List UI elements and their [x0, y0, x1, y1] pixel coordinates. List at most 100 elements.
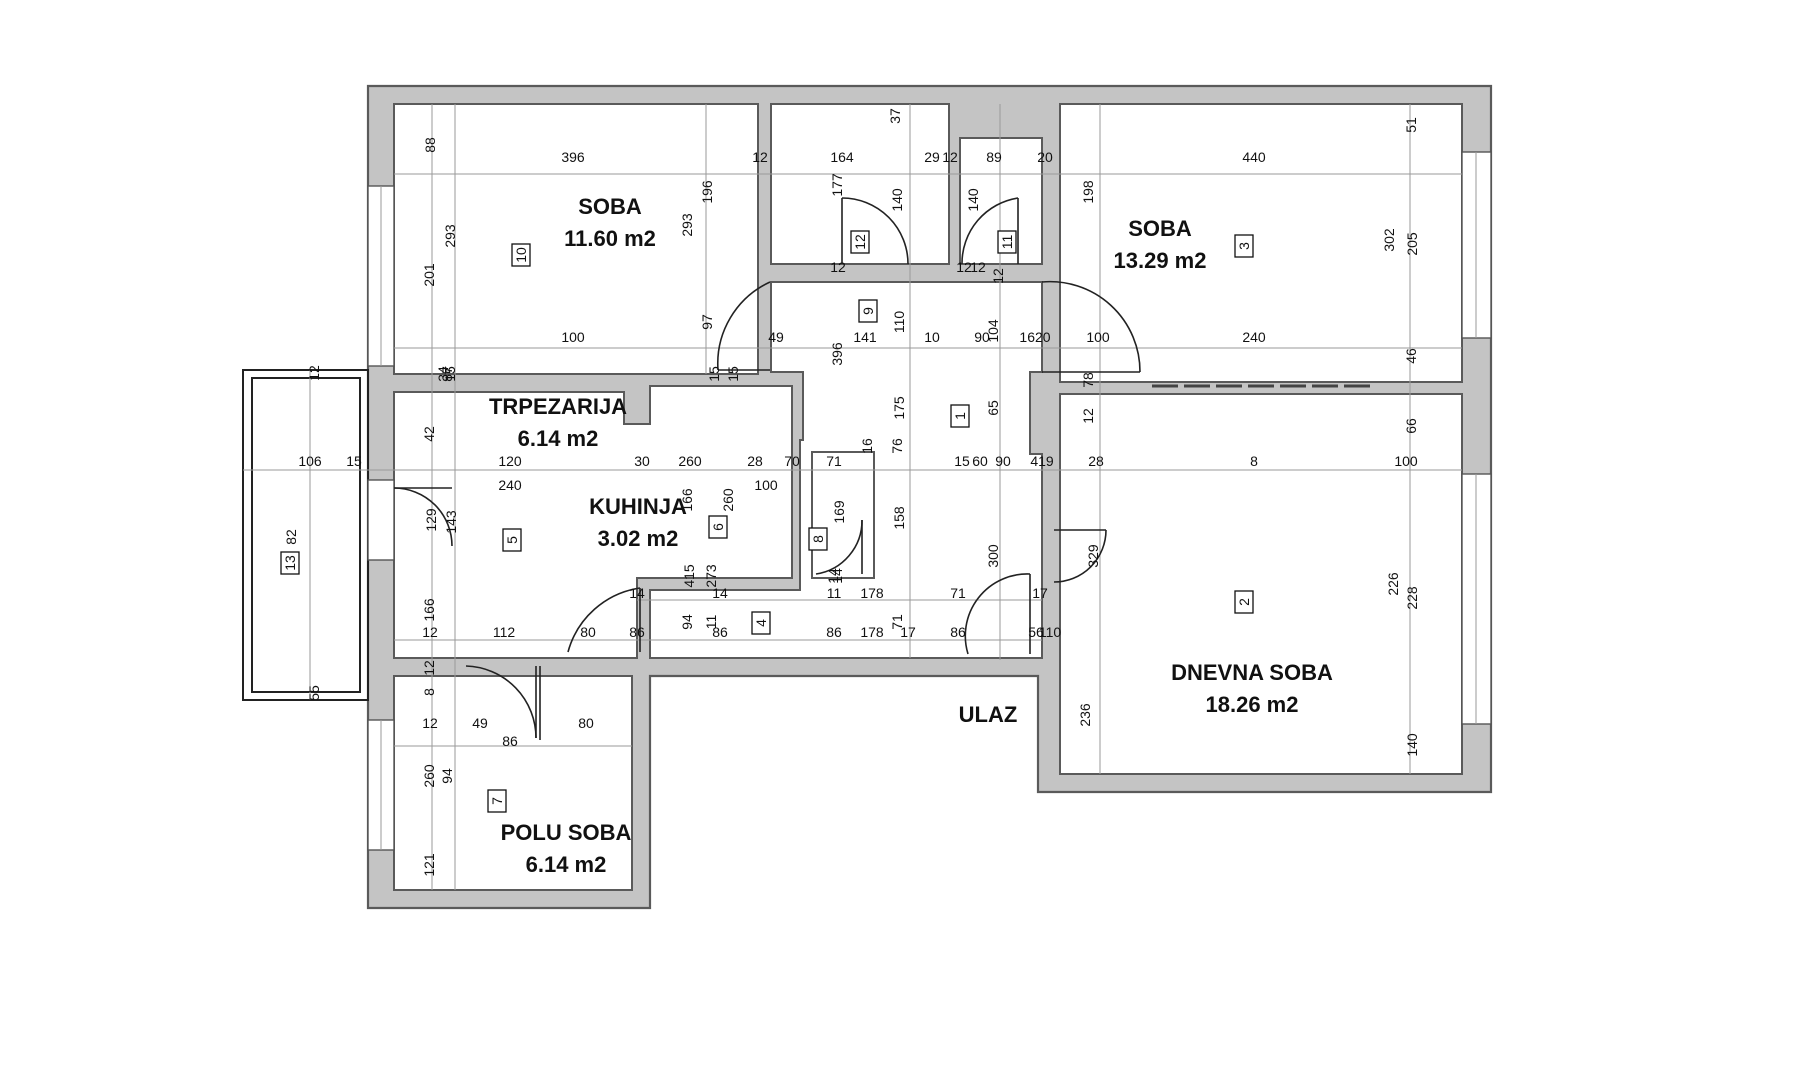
dimension-value: 34 — [435, 366, 451, 382]
dimension-value: 228 — [1404, 586, 1420, 610]
dimension-value: 100 — [561, 329, 585, 345]
dimension-value: 198 — [1080, 180, 1096, 204]
room-name: POLU SOBA — [501, 820, 632, 845]
dimension-value: 15 — [706, 366, 722, 382]
dimension-value: 97 — [699, 314, 715, 330]
dimension-value: 166 — [679, 488, 695, 512]
dimension-value: 17 — [900, 624, 916, 640]
dimension-value: 88 — [422, 137, 438, 153]
dimension-value: 20 — [1037, 149, 1053, 165]
dimension-value: 90 — [995, 453, 1011, 469]
dimension-value: 177 — [829, 173, 845, 197]
room-area: 3.02 m2 — [598, 526, 679, 551]
dimension-value: 86 — [502, 733, 518, 749]
dimension-value: 419 — [1030, 453, 1054, 469]
dimension-value: 100 — [1394, 453, 1418, 469]
dimension-value: 87 — [439, 366, 455, 382]
dimension-value: 140 — [965, 188, 981, 212]
dimension-value: 12 — [422, 624, 438, 640]
dimension-value: 42 — [421, 426, 437, 442]
room-labels: SOBA 11.60 m2 SOBA 13.29 m2 TRPEZARIJA 6… — [489, 194, 1333, 877]
dimension-value: 178 — [860, 624, 884, 640]
dimension-value: 11 — [827, 585, 842, 601]
svg-text:13: 13 — [282, 555, 298, 571]
svg-text:1: 1 — [952, 412, 968, 420]
dimension-value: 260 — [421, 764, 437, 788]
dimension-value: 143 — [443, 510, 459, 534]
dimension-value: 293 — [442, 224, 458, 248]
dimension-value: 440 — [1242, 149, 1266, 165]
svg-text:2: 2 — [1236, 598, 1252, 606]
dimension-value: 86 — [826, 624, 842, 640]
room-name: TRPEZARIJA — [489, 394, 627, 419]
dimension-value: 140 — [1404, 733, 1420, 757]
svg-text:9: 9 — [860, 307, 876, 315]
room-tag: 4 — [751, 611, 771, 635]
balcony-inner — [251, 377, 361, 693]
dimension-value: 110 — [891, 311, 907, 334]
svg-text:8: 8 — [810, 535, 826, 543]
dimension-value: 71 — [826, 453, 842, 469]
svg-text:11: 11 — [999, 235, 1015, 250]
dimension-value: 80 — [580, 624, 596, 640]
dimension-value: 178 — [860, 585, 884, 601]
room-area: 6.14 m2 — [526, 852, 607, 877]
dimension-value: 71 — [889, 614, 905, 630]
dimension-value: 16 — [859, 438, 875, 454]
room-area: 13.29 m2 — [1114, 248, 1207, 273]
dimension-value: 260 — [678, 453, 702, 469]
room-tag: 1 — [950, 404, 970, 428]
dimension-value: 94 — [439, 768, 455, 784]
dimension-value: 49 — [472, 715, 488, 731]
room-tag: 6 — [708, 515, 728, 539]
dimension-value: 121 — [421, 853, 437, 877]
dimension-value: 164 — [830, 149, 854, 165]
dimension-value: 169 — [831, 500, 847, 524]
dimension-value: 329 — [1085, 544, 1101, 568]
room-trpezarija-kuhinja[interactable] — [393, 385, 793, 659]
room-soba-2[interactable] — [1059, 103, 1463, 383]
dimension-value: 86 — [712, 624, 728, 640]
room-tag: 12 — [850, 230, 870, 254]
dimension-value: 10 — [924, 329, 940, 345]
dimension-value: 158 — [891, 506, 907, 530]
dimension-value: 12 — [422, 715, 438, 731]
room-tag: 5 — [502, 528, 522, 552]
dimension-value: 78 — [1080, 372, 1096, 388]
room-tag: 11 — [997, 230, 1017, 254]
doors — [393, 197, 1141, 740]
dimension-value: 205 — [1404, 232, 1420, 256]
dimension-value: 49 — [768, 329, 784, 345]
dimension-value: 46 — [1403, 348, 1419, 364]
room-tag: 10 — [511, 243, 531, 267]
dimension-value: 104 — [985, 319, 1001, 343]
dimension-value: 14 — [825, 568, 841, 584]
dimension-value: 293 — [679, 213, 695, 237]
dimension-value: 110 — [1039, 624, 1062, 640]
svg-text:5: 5 — [504, 536, 520, 544]
room-bath-8[interactable] — [811, 451, 875, 579]
room-polu-soba[interactable] — [393, 675, 633, 891]
room-name: DNEVNA SOBA — [1171, 660, 1333, 685]
dimension-value: 90 — [974, 329, 990, 345]
dimension-value: 86 — [950, 624, 966, 640]
dimension-value: 56 — [1028, 624, 1044, 640]
dimension-value: 166 — [421, 598, 437, 622]
balcony — [242, 369, 369, 701]
room-area: 6.14 m2 — [518, 426, 599, 451]
dimension-value: 240 — [498, 477, 522, 493]
dimension-value: 260 — [720, 488, 736, 512]
room-dnevna-soba[interactable] — [1059, 393, 1463, 775]
dimension-value: 1620 — [1019, 329, 1050, 345]
dimension-value: 55 — [306, 685, 322, 701]
dimension-value: 12 — [970, 259, 986, 275]
dimension-value: 300 — [985, 544, 1001, 568]
dimension-value: 12 — [990, 268, 1006, 284]
room-name: SOBA — [578, 194, 642, 219]
dimension-value: 60 — [972, 453, 988, 469]
dimension-value: 129 — [423, 508, 439, 532]
room-name: KUHINJA — [589, 494, 687, 519]
dimension-value: 70 — [784, 453, 800, 469]
